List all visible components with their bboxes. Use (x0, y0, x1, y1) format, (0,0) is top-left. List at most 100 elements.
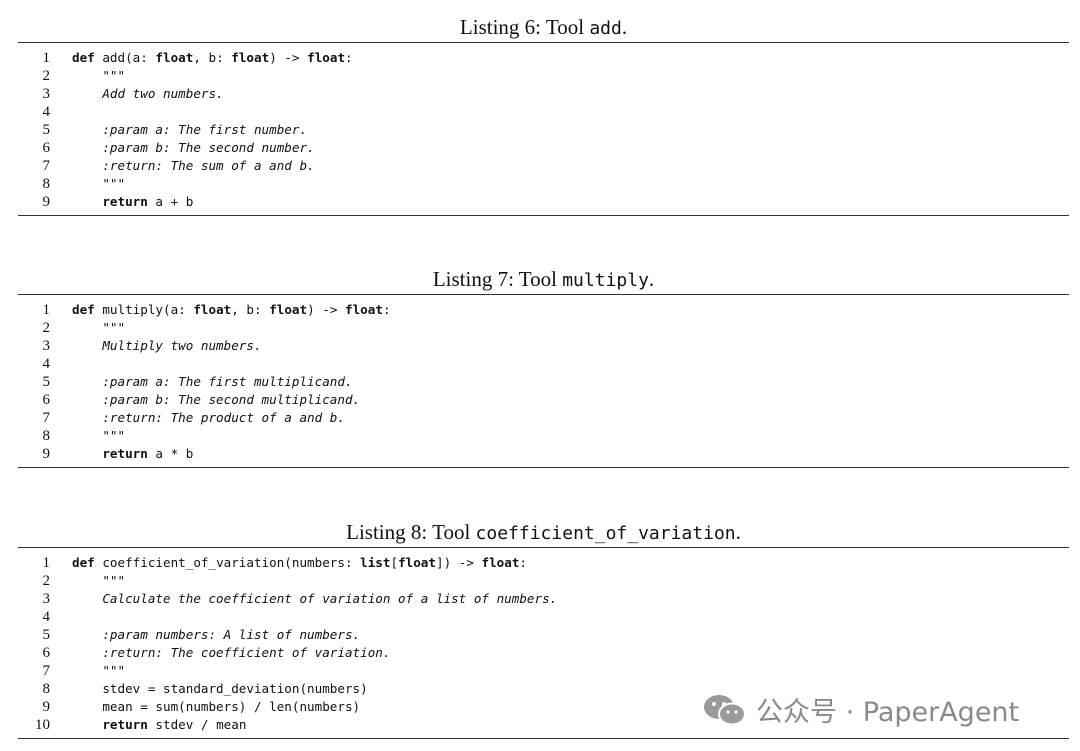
code-block: 1 def add(a: float, b: float) -> float: 2 … (18, 43, 1069, 215)
code-text: stdev = standard_deviation(numbers) (72, 681, 368, 696)
code-line: 9 return a + b (18, 193, 1069, 211)
line-number: 2 (42, 68, 51, 84)
line-number: 4 (42, 609, 51, 625)
line-number: 3 (42, 86, 51, 102)
listing-caption: Listing 7: Tool multiply. (18, 266, 1069, 294)
code-line: 4 (18, 103, 1069, 121)
line-number: 5 (42, 374, 51, 390)
code-text: """ (72, 663, 126, 678)
code-text: """ (72, 68, 126, 83)
listing-6: Listing 6: Tool add. 1 def add(a: float, … (18, 14, 1069, 216)
code-text: return a * b (102, 446, 194, 461)
code-line: 3 Calculate the coefficient of variation… (18, 590, 1069, 608)
code-line: 4 (18, 355, 1069, 373)
line-number: 9 (42, 446, 51, 462)
caption-suffix: . (648, 267, 655, 291)
code-text: def multiply(a: float, b: float) -> floa… (72, 302, 391, 317)
code-block: 1 def multiply(a: float, b: float) -> flo… (18, 295, 1069, 467)
code-line: 9 mean = sum(numbers) / len(numbers) (18, 698, 1069, 716)
caption-prefix: Listing 6: Tool (459, 15, 590, 39)
line-number: 1 (42, 302, 51, 318)
code-text: :param b: The second number. (72, 140, 315, 155)
code-line: 6 :param b: The second multiplicand. (18, 391, 1069, 409)
code-line: 3 Multiply two numbers. (18, 337, 1069, 355)
code-line: 6 :return: The coefficient of variation. (18, 644, 1069, 662)
bottom-rule (18, 467, 1069, 468)
code-line: 9 return a * b (18, 445, 1069, 463)
code-text: :param a: The first multiplicand. (72, 374, 353, 389)
line-number: 3 (42, 591, 51, 607)
caption-prefix: Listing 8: Tool (346, 520, 476, 544)
listing-caption: Listing 8: Tool coefficient_of_variation… (18, 519, 1069, 547)
code-text: return stdev / mean (102, 717, 247, 732)
code-line: 8 """ (18, 175, 1069, 193)
line-number: 3 (42, 338, 51, 354)
caption-code: multiply (562, 270, 649, 291)
line-number: 9 (42, 699, 51, 715)
watermark: 公众号 · PaperAgent (702, 690, 1019, 729)
line-number: 8 (42, 176, 51, 192)
code-line: 5 :param a: The first multiplicand. (18, 373, 1069, 391)
top-rule (18, 547, 1069, 548)
line-number: 4 (42, 356, 51, 372)
code-text: Add two numbers. (72, 86, 224, 101)
top-rule (18, 42, 1069, 43)
code-text: :return: The sum of a and b. (72, 158, 315, 173)
caption-code: coefficient_of_variation (475, 523, 736, 544)
line-number: 9 (42, 194, 51, 210)
code-text: :param numbers: A list of numbers. (72, 627, 361, 642)
line-number: 8 (42, 681, 51, 697)
line-number: 10 (35, 717, 50, 733)
watermark-text: 公众号 · PaperAgent (756, 697, 1020, 728)
code-line: 5 :param numbers: A list of numbers. (18, 626, 1069, 644)
code-line: 7 :return: The product of a and b. (18, 409, 1069, 427)
code-text: """ (72, 176, 126, 191)
code-text: return a + b (102, 194, 194, 209)
code-line: 2 """ (18, 67, 1069, 85)
code-line: 10 return stdev / mean (18, 716, 1069, 734)
code-text: mean = sum(numbers) / len(numbers) (72, 699, 361, 714)
line-number: 2 (42, 320, 51, 336)
caption-code: add (589, 18, 622, 39)
code-line: 2 """ (18, 572, 1069, 590)
line-number: 4 (42, 104, 51, 120)
caption-suffix: . (735, 520, 741, 544)
code-line: 4 (18, 608, 1069, 626)
line-number: 6 (42, 645, 51, 661)
line-number: 7 (42, 158, 51, 174)
listing-caption: Listing 6: Tool add. (18, 14, 1069, 42)
code-text: """ (72, 428, 126, 443)
code-block: 1 def coefficient_of_variation(numbers: l… (18, 548, 1069, 738)
code-text: :param a: The first number. (72, 122, 308, 137)
bottom-rule (18, 738, 1069, 739)
wechat-icon (704, 694, 746, 725)
bottom-rule (18, 215, 1069, 216)
line-number: 1 (42, 555, 51, 571)
line-number: 7 (42, 410, 51, 426)
code-line: 8 """ (18, 427, 1069, 445)
code-line: 7 """ (18, 662, 1069, 680)
caption-prefix: Listing 7: Tool (432, 267, 563, 291)
code-line: 6 :param b: The second number. (18, 139, 1069, 157)
code-line: 2 """ (18, 319, 1069, 337)
code-text: """ (72, 320, 126, 335)
code-line: 8 stdev = standard_deviation(numbers) (18, 680, 1069, 698)
line-number: 6 (42, 392, 51, 408)
code-text: :param b: The second multiplicand. (72, 392, 361, 407)
code-line: 7 :return: The sum of a and b. (18, 157, 1069, 175)
code-text: def add(a: float, b: float) -> float: (72, 50, 353, 65)
code-text: """ (72, 573, 126, 588)
line-number: 7 (42, 663, 51, 679)
top-rule (18, 294, 1069, 295)
listing-7: Listing 7: Tool multiply. 1 def multiply(… (18, 266, 1069, 468)
line-number: 5 (42, 122, 51, 138)
code-text: :return: The coefficient of variation. (72, 645, 391, 660)
code-line: 1 def add(a: float, b: float) -> float: (18, 49, 1069, 67)
code-line: 5 :param a: The first number. (18, 121, 1069, 139)
line-number: 6 (42, 140, 51, 156)
code-text: def coefficient_of_variation(numbers: li… (72, 555, 527, 570)
line-number: 1 (42, 50, 51, 66)
code-line: 1 def multiply(a: float, b: float) -> flo… (18, 301, 1069, 319)
code-line: 3 Add two numbers. (18, 85, 1069, 103)
line-number: 8 (42, 428, 51, 444)
